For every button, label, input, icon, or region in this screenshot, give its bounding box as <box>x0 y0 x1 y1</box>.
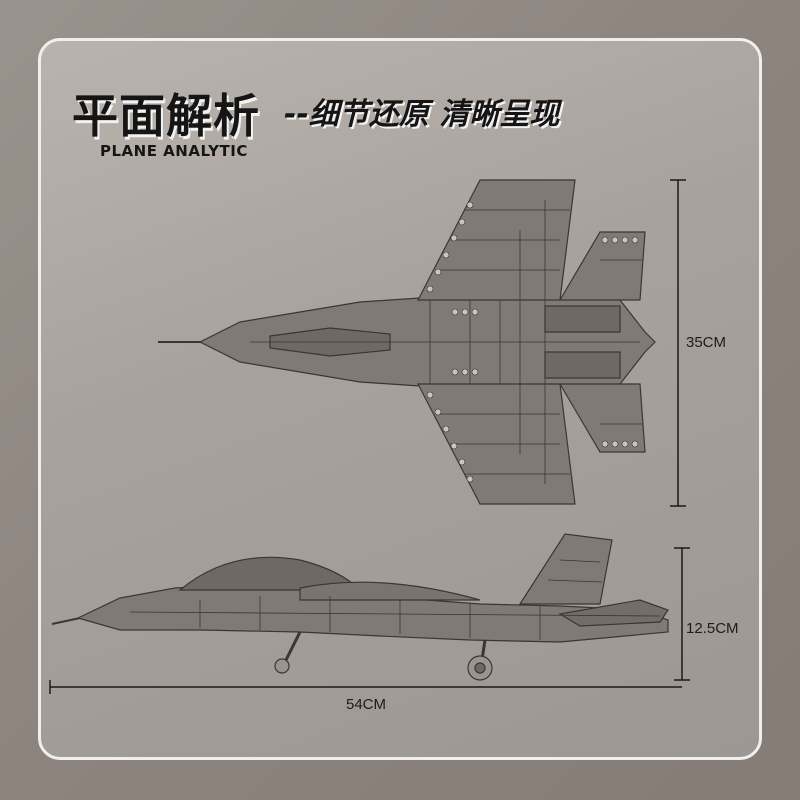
dimension-label-top-height: 35CM <box>686 334 727 351</box>
page-subtitle: --细节还原 清晰呈现 <box>284 97 560 132</box>
page-title: 平面解析 <box>72 89 260 143</box>
plane-side-view <box>51 533 669 681</box>
dimension-label-side-height: 12.5CM <box>686 620 739 637</box>
dimension-label-length: 54CM <box>346 696 387 713</box>
page-title-english: PLANE ANALYTIC <box>100 142 248 160</box>
plane-top-view <box>158 179 656 505</box>
dimension-lines <box>49 179 690 694</box>
